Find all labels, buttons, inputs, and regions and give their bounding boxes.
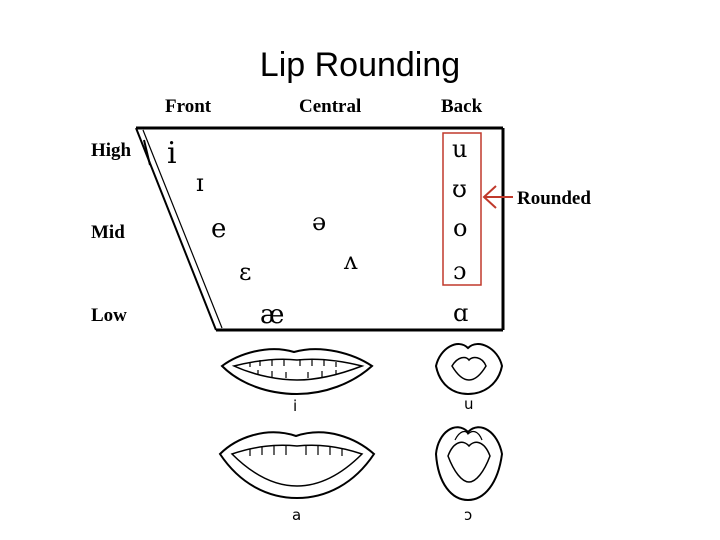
vowel-schwa: ə bbox=[312, 208, 327, 236]
vowel-ih: ɪ bbox=[196, 169, 204, 197]
row-low: Low bbox=[91, 305, 127, 326]
row-mid: Mid bbox=[91, 222, 125, 243]
page-title: Lip Rounding bbox=[259, 46, 461, 84]
row-high: High bbox=[91, 140, 132, 161]
column-central: Central bbox=[299, 96, 362, 117]
vowel-o: o bbox=[453, 214, 468, 242]
vowel-uh: ʊ bbox=[452, 175, 467, 203]
rounded-label: Rounded bbox=[517, 188, 591, 209]
lip-label-u: u bbox=[464, 395, 474, 413]
vowel-trapezoid bbox=[136, 126, 505, 332]
lip-label-i: i bbox=[293, 397, 298, 415]
lips-u-drawing bbox=[434, 343, 504, 396]
vowel-ae: æ bbox=[260, 300, 285, 330]
vowel-eh: ɛ bbox=[239, 258, 252, 286]
vowel-script-a: ɑ bbox=[453, 299, 469, 327]
arrow-left-icon bbox=[482, 185, 513, 209]
lips-open-o-drawing bbox=[434, 426, 504, 502]
lips-i-drawing bbox=[220, 348, 374, 396]
column-front: Front bbox=[165, 96, 212, 117]
vowel-open-o: ɔ bbox=[453, 257, 467, 285]
rounded-vowels-box bbox=[442, 132, 482, 286]
trapezoid-front-edge bbox=[135, 127, 223, 331]
vowel-i: i bbox=[167, 136, 177, 171]
column-back: Back bbox=[441, 96, 483, 117]
lip-label-a: a bbox=[292, 506, 302, 524]
lips-a-drawing bbox=[218, 431, 376, 500]
vowel-u: u bbox=[452, 135, 468, 163]
vowel-e: e bbox=[211, 214, 227, 244]
vowel-wedge: ʌ bbox=[344, 247, 358, 275]
lip-label-open-o: ɔ bbox=[464, 506, 473, 524]
